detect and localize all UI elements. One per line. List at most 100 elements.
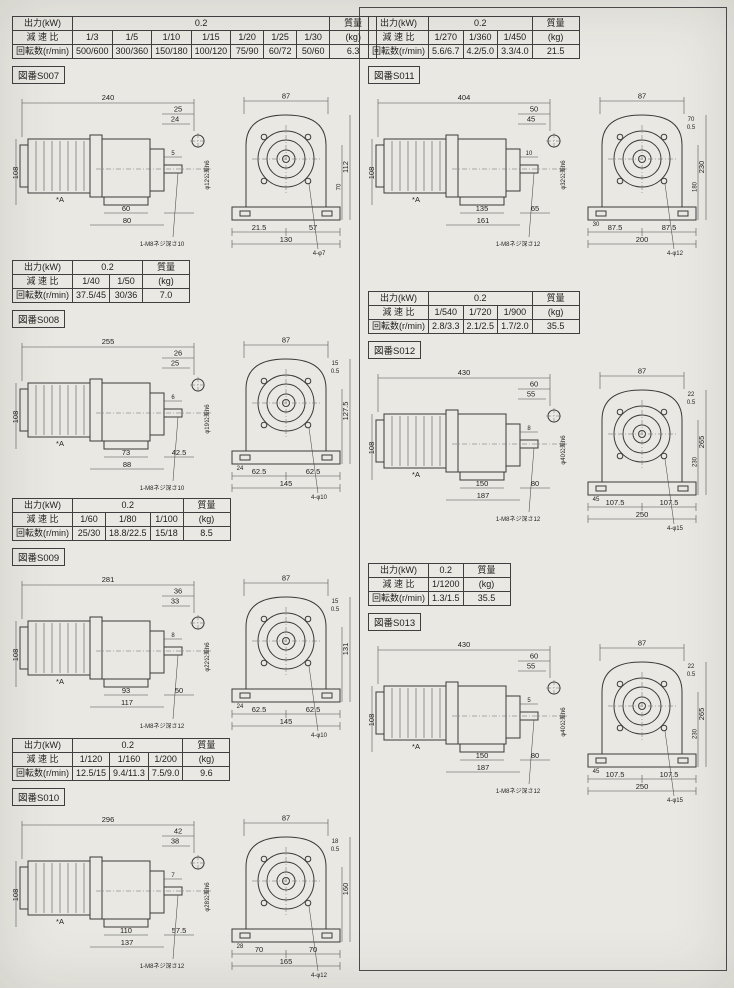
dim-total-height: 127.5 bbox=[341, 402, 350, 421]
dim-shaft-offset: 80 bbox=[531, 479, 539, 488]
spec-table-s010: 出力(kW) 0.2 質量 減 速 比 1/120 1/160 1/200 (k… bbox=[12, 738, 231, 781]
dim-shaft-step2: 55 bbox=[527, 662, 535, 671]
side-view-drawing: 281 36 33 108 *A 93 117 50 8 bbox=[11, 575, 212, 730]
base-plate bbox=[231, 928, 341, 943]
front-body bbox=[245, 358, 327, 452]
dim-key-height: 22 bbox=[688, 664, 695, 670]
dim-foot-span: 110 bbox=[120, 926, 132, 935]
dim-shaft-step2: 33 bbox=[171, 597, 179, 606]
speed-cell: 2.1/2.5 bbox=[462, 319, 499, 334]
flange-bolt-hole bbox=[616, 408, 624, 416]
speed-label: 回転数(r/min) bbox=[368, 319, 429, 334]
speed-cell: 18.8/22.5 bbox=[105, 526, 151, 541]
speed-cell: 3.3/4.0 bbox=[497, 44, 533, 59]
dim-shaft-step1: 60 bbox=[530, 380, 538, 389]
dim-foot-span: 60 bbox=[122, 204, 130, 213]
bolt-hole-callout: 4-φ15 bbox=[667, 798, 684, 804]
base-slot bbox=[595, 757, 607, 764]
output-label: 出力(kW) bbox=[368, 16, 429, 31]
kg-label: (kg) bbox=[531, 305, 580, 320]
front-view-drawing: 87 127.5 15 0.5 24 62.5 62.5 145 bbox=[231, 336, 351, 501]
base-slot bbox=[321, 932, 333, 939]
speed-cell: 1.3/1.5 bbox=[428, 591, 464, 606]
ratio-cell: 1/360 bbox=[462, 30, 499, 45]
speed-cell: 150/180 bbox=[151, 44, 192, 59]
dim-base-offset: 24 bbox=[237, 704, 244, 710]
ratio-label: 減 速 比 bbox=[12, 30, 73, 45]
flange-bolt-hole bbox=[304, 659, 312, 667]
flange-bolt-hole bbox=[304, 377, 312, 385]
speed-cell: 100/120 bbox=[190, 44, 232, 59]
thread-callout-text: 1-M8ネジ深さ12 bbox=[496, 515, 541, 523]
speed-label: 回転数(r/min) bbox=[12, 288, 73, 303]
dim-shaft-small: 8 bbox=[527, 426, 531, 432]
base-slot bbox=[321, 692, 333, 699]
dim-front-width: 87 bbox=[282, 92, 290, 101]
dim-shaft-step1: 25 bbox=[174, 105, 182, 114]
gear-case bbox=[457, 413, 507, 473]
flange-bolt-hole bbox=[260, 177, 268, 185]
dim-key-tolerance: 0.5 bbox=[687, 125, 696, 131]
dim-a-mark: *A bbox=[56, 195, 64, 204]
gear-nose bbox=[149, 148, 165, 192]
dim-base-offset: 45 bbox=[593, 497, 600, 503]
ratio-cell: 1/30 bbox=[296, 30, 331, 45]
mounting-foot bbox=[103, 678, 149, 688]
thread-callout-text: 1-M8ネジ深さ12 bbox=[496, 240, 541, 248]
dim-shaft-offset: 57.5 bbox=[172, 926, 187, 935]
dim-shaft-diameter: φ40公差h6 bbox=[559, 707, 567, 737]
section-s009: 出力(kW) 0.2 質量 減 速 比 1/60 1/80 1/100 (kg)… bbox=[11, 498, 356, 741]
dim-foot-span: 150 bbox=[476, 479, 489, 488]
dim-base-right: 57 bbox=[309, 223, 317, 232]
motor-flange bbox=[445, 134, 459, 198]
dim-base-offset: 30 bbox=[593, 222, 600, 228]
dim-base-left: 62.5 bbox=[252, 467, 267, 476]
front-body bbox=[245, 836, 327, 930]
flange-bolt-hole bbox=[660, 452, 668, 460]
figure-number-s010: 図番S010 bbox=[12, 788, 66, 806]
dim-base-overall: 250 bbox=[636, 782, 649, 791]
output-value: 0.2 bbox=[428, 563, 464, 578]
dim-overall-length: 430 bbox=[458, 640, 471, 649]
dim-key-height: 15 bbox=[332, 599, 339, 605]
kg-label: (kg) bbox=[462, 577, 511, 592]
dim-base-left: 107.5 bbox=[606, 498, 625, 507]
bolt-hole-callout: 4-φ12 bbox=[311, 973, 328, 979]
output-label: 出力(kW) bbox=[12, 498, 73, 513]
output-value: 0.2 bbox=[428, 16, 533, 31]
flange-bolt-hole bbox=[660, 680, 668, 688]
flange-bolt-hole bbox=[616, 452, 624, 460]
ratio-cell: 1/540 bbox=[428, 305, 464, 320]
speed-cell: 37.5/45 bbox=[71, 288, 111, 303]
dim-shaft-small: 7 bbox=[171, 873, 175, 879]
dim-shaft-small: 5 bbox=[527, 698, 531, 704]
dim-base-overall: 250 bbox=[636, 510, 649, 519]
dim-shaft-diameter: φ28公差h6 bbox=[203, 882, 211, 912]
output-label: 出力(kW) bbox=[368, 563, 429, 578]
side-view-drawing: 255 26 25 108 *A 73 88 42.5 bbox=[11, 337, 212, 492]
dim-total-height: 160 bbox=[341, 883, 350, 896]
mounting-foot bbox=[459, 743, 505, 753]
dim-shaft-small: 5 bbox=[171, 151, 175, 157]
dim-base-overall: 200 bbox=[636, 235, 649, 244]
dim-base-right: 87.5 bbox=[662, 223, 677, 232]
ratio-label: 減 速 比 bbox=[368, 577, 429, 592]
speed-cell: 12.5/15 bbox=[71, 766, 111, 781]
output-value: 0.2 bbox=[72, 498, 184, 513]
drawing-s013: 430 60 55 108 *A 150 187 80 bbox=[367, 634, 712, 806]
dim-foot-overall: 187 bbox=[477, 763, 490, 772]
dim-shaft-step2: 38 bbox=[171, 837, 179, 846]
output-value: 0.2 bbox=[71, 738, 184, 753]
spec-table-s013: 出力(kW) 0.2 質量 減 速 比 1/1200 (kg) 回転数(r/mi… bbox=[368, 563, 511, 606]
dim-key-height: 70 bbox=[688, 117, 695, 123]
flange-bolt-hole bbox=[660, 133, 668, 141]
dim-key-tolerance: 0.5 bbox=[331, 607, 340, 613]
flange-bolt-hole bbox=[304, 899, 312, 907]
gear-nose bbox=[149, 630, 165, 674]
dim-a-mark: *A bbox=[412, 470, 420, 479]
motor-rear-cap bbox=[19, 866, 29, 910]
drawing-s012: 430 60 55 108 *A 150 187 80 bbox=[367, 362, 712, 534]
motor-body bbox=[383, 413, 447, 469]
motor-flange bbox=[89, 616, 103, 680]
dim-total-height: 265 bbox=[697, 436, 706, 449]
